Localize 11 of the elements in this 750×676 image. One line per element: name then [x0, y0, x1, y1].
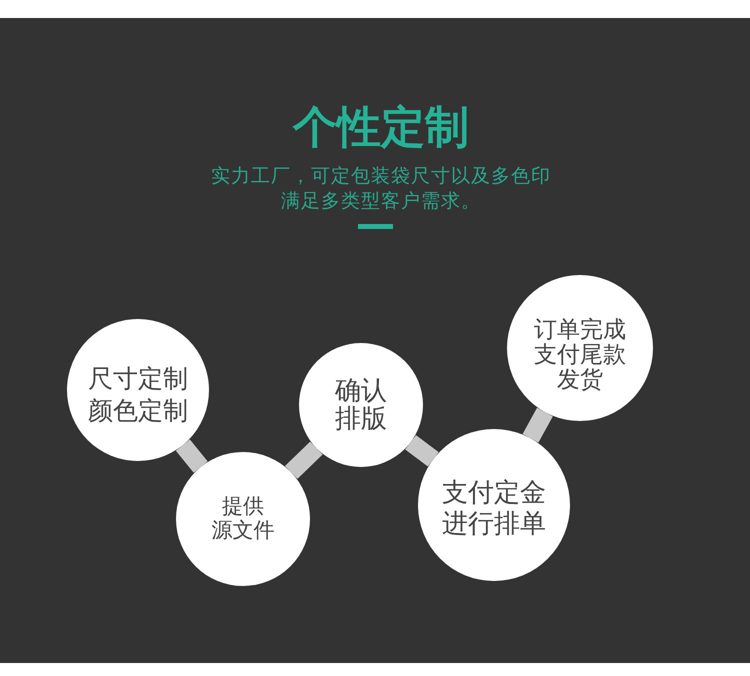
step-label: 确认排版: [334, 376, 388, 432]
connector: [522, 408, 553, 443]
connector: [176, 439, 208, 473]
step-label: 尺寸定制颜色定制: [87, 364, 189, 427]
connector: [405, 435, 439, 467]
step-label: 支付定金进行排单: [441, 477, 547, 539]
connector: [284, 442, 323, 479]
step-label: 提供源文件: [210, 495, 276, 543]
title: 个性定制: [293, 105, 469, 151]
subtitle: 实力工厂，可定包装袋尺寸以及多色印满足多类型客户需求。: [210, 165, 552, 214]
step-label: 订单完成支付尾款发货: [533, 316, 627, 392]
